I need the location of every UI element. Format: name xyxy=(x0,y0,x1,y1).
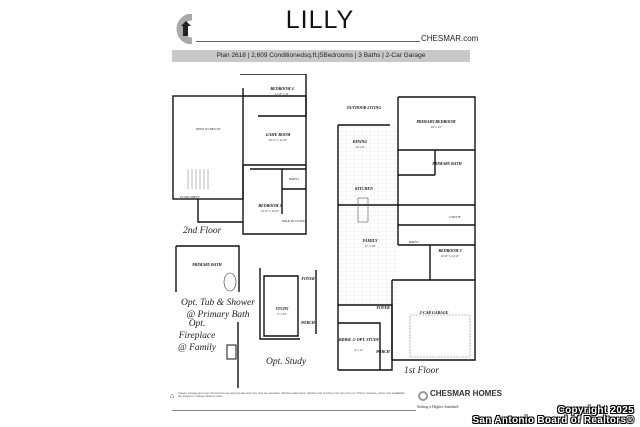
room-label: PRIMARY BATH xyxy=(192,262,222,267)
first-floor-plan: OUTDOOR LIVING PRIMARY BEDROOM 16' x 13'… xyxy=(337,96,476,371)
opt-tub-caption: Opt. Tub & Shower @ Primary Bath xyxy=(181,298,255,320)
room-label: BEDROOM 3 xyxy=(257,203,281,208)
opt-fireplace-plan xyxy=(226,322,239,388)
room-label: DINING xyxy=(352,139,368,144)
room-label: BEDROOM 4 xyxy=(269,86,293,91)
title-rule xyxy=(196,41,420,42)
room-label: PORCH xyxy=(376,349,391,354)
room-label: PORCH xyxy=(301,320,316,325)
room-dims: 17' x 18' xyxy=(365,244,376,248)
website-link[interactable]: CHESMAR.com xyxy=(421,34,479,43)
room-label: FOYER xyxy=(376,305,390,310)
room-dims: 10'-6" x 12'-6" xyxy=(441,254,460,258)
room-label: PRIMARY BEDROOM xyxy=(416,119,455,124)
room-dims: 13'-3" x 10'-6" xyxy=(261,209,280,213)
room-label: BATH 3 xyxy=(289,177,300,181)
opt-fireplace-caption: Opt. Fireplace @ Family xyxy=(177,319,217,353)
plan-title: LILLY xyxy=(285,6,355,34)
room-label: GAME ROOM xyxy=(266,132,291,137)
room-label: FAMILY xyxy=(363,238,378,243)
room-dims: 11'-8" x 11' xyxy=(275,92,290,96)
room-dims: 16' x 13' xyxy=(431,125,442,129)
room-label: PLANT SHELF xyxy=(179,195,200,199)
room-label: 2-CAR GARAGE xyxy=(419,310,449,315)
room-label: PRIMARY BATH xyxy=(432,161,462,166)
room-label: FOYER xyxy=(301,276,315,281)
room-dims: 9' x 10' xyxy=(277,312,286,316)
watermark-board: San Antonio Board of Realtors® xyxy=(472,415,634,426)
room-label: BATH 2 xyxy=(409,240,420,244)
footer-rule xyxy=(172,410,416,411)
chesmar-homes-logo-icon xyxy=(418,391,428,401)
room-label: STUDY xyxy=(276,306,289,311)
room-label: OPEN TO BELOW xyxy=(196,127,221,131)
room-label: WALK-IN CLOSET xyxy=(282,219,307,223)
equal-housing-icon: ⌂ xyxy=(170,393,175,400)
room-dims: 12' x 9' xyxy=(355,145,364,149)
room-dims: 16'-3" x 12'-6" xyxy=(269,138,288,142)
room-label: KITCHEN xyxy=(354,186,374,191)
watermark-copyright: Copyright 2025 xyxy=(557,405,634,416)
first-floor-caption: 1st Floor xyxy=(404,366,440,376)
room-label: BEDROOM 2 xyxy=(437,248,461,253)
room-label: UTILITY xyxy=(449,215,462,219)
plan-specs-bar: Plan 2618 | 2,609 Conditionedsq.ft.|5Bed… xyxy=(172,50,470,62)
brand-name: CHESMAR HOMES xyxy=(430,389,503,398)
opt-study-caption: Opt. Study xyxy=(266,357,307,367)
room-label: OUTDOOR LIVING xyxy=(347,105,382,110)
brand-tagline: Setting a Higher Standard xyxy=(417,404,459,409)
disclaimer: Square footage and room dimensions are a… xyxy=(178,391,405,399)
room-dims: 9' x 11' xyxy=(355,348,364,352)
second-floor-caption: 2nd Floor xyxy=(183,226,222,236)
opt-tub-plan: PRIMARY BATH xyxy=(175,245,240,292)
second-floor-plan: BEDROOM 4 11'-8" x 11' GAME ROOM 16'-3" … xyxy=(172,74,307,235)
chesmar-logo xyxy=(176,14,193,44)
opt-study-plan: STUDY 9' x 10' FOYER PORCH xyxy=(259,268,317,340)
room-label: BDRM. 5/ OPT. STUDY xyxy=(338,337,380,342)
